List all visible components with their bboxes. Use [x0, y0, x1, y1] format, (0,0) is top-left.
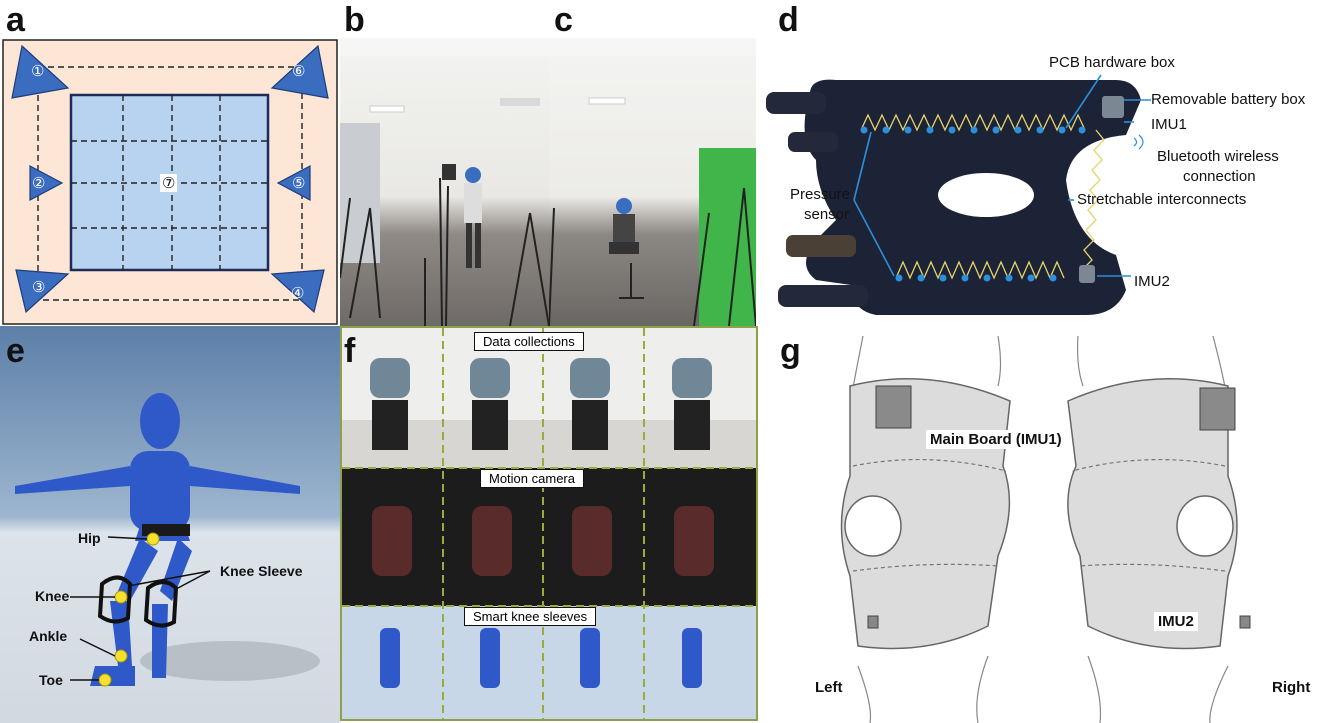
knee-label: Knee	[35, 588, 70, 604]
camera-1-label: ①	[31, 63, 45, 80]
battery-box-label: Removable battery box	[1151, 91, 1306, 108]
camera-2-label: ②	[32, 175, 46, 192]
battery-box	[1102, 96, 1124, 118]
bluetooth-label-line2: connection	[1183, 168, 1256, 185]
knee-sleeve-illustration	[840, 335, 1251, 723]
panel-label-d: d	[778, 1, 799, 39]
pressure-sensor-label-line1: Pressure	[790, 186, 851, 203]
imu2-sleeve-label: IMU2	[1134, 273, 1170, 290]
ankle-joint-marker	[114, 649, 128, 663]
imu2-illustration-label: IMU2	[1154, 612, 1198, 631]
main-board-label: Main Board (IMU1)	[926, 430, 1066, 449]
hip-joint-marker	[146, 532, 160, 546]
imu1-label: IMU1	[1151, 116, 1187, 133]
panel-label-c: c	[554, 1, 573, 39]
pcb-box-label: PCB hardware box	[1049, 54, 1175, 71]
interconnects-label: Stretchable interconnects	[1077, 191, 1247, 208]
pressure-sensor-label-line2: sensor	[804, 206, 850, 223]
knee-sleeve-hardware-photo	[766, 74, 1151, 315]
camera-6-label: ⑥	[292, 63, 306, 80]
camera-4-marker	[270, 269, 325, 314]
main-board-module-right	[1199, 387, 1236, 431]
panel-label-g: g	[780, 332, 801, 370]
center-marker: ⑦	[160, 174, 178, 192]
main-board-module-left	[875, 385, 912, 429]
panel-label-b: b	[344, 1, 365, 39]
camera-6-marker	[270, 44, 329, 99]
camera-3-marker	[15, 269, 70, 314]
panel-label-a: a	[6, 1, 25, 39]
panel-label-e: e	[6, 332, 25, 370]
bluetooth-label-line1: Bluetooth wireless	[1157, 148, 1279, 165]
camera-5-marker	[276, 165, 311, 201]
camera-3-label: ③	[32, 279, 46, 296]
camera-layout-diagram	[2, 39, 338, 325]
imu2-module-right	[1239, 615, 1251, 629]
lab-photo-squatting	[549, 38, 756, 326]
camera-5-label: ⑤	[292, 175, 306, 192]
hip-label: Hip	[78, 530, 101, 546]
toe-label: Toe	[39, 672, 63, 688]
avatar-skeleton-render	[0, 326, 340, 723]
stretchable-interconnect-path	[1081, 129, 1105, 279]
imu2-box	[1079, 265, 1095, 283]
lab-photo-standing	[340, 38, 549, 326]
row-label-data-collections: Data collections	[474, 332, 584, 351]
right-leg-label: Right	[1272, 679, 1311, 696]
knee-joint-marker	[114, 590, 128, 604]
panel-label-f: f	[344, 332, 356, 370]
comparison-grid	[340, 326, 758, 721]
imu2-module-left	[867, 615, 879, 629]
left-leg-label: Left	[815, 679, 843, 696]
camera-1-marker	[11, 44, 70, 99]
sleeve-kneecap-opening	[938, 173, 1034, 217]
knee-sleeve-label: Knee Sleeve	[220, 563, 303, 579]
row-label-smart-knee-sleeves: Smart knee sleeves	[464, 607, 597, 626]
camera-4-label: ④	[291, 285, 305, 302]
toe-joint-marker	[98, 673, 112, 687]
camera-2-marker	[29, 165, 64, 201]
ankle-label: Ankle	[29, 628, 68, 644]
row-label-motion-camera: Motion camera	[480, 469, 584, 488]
